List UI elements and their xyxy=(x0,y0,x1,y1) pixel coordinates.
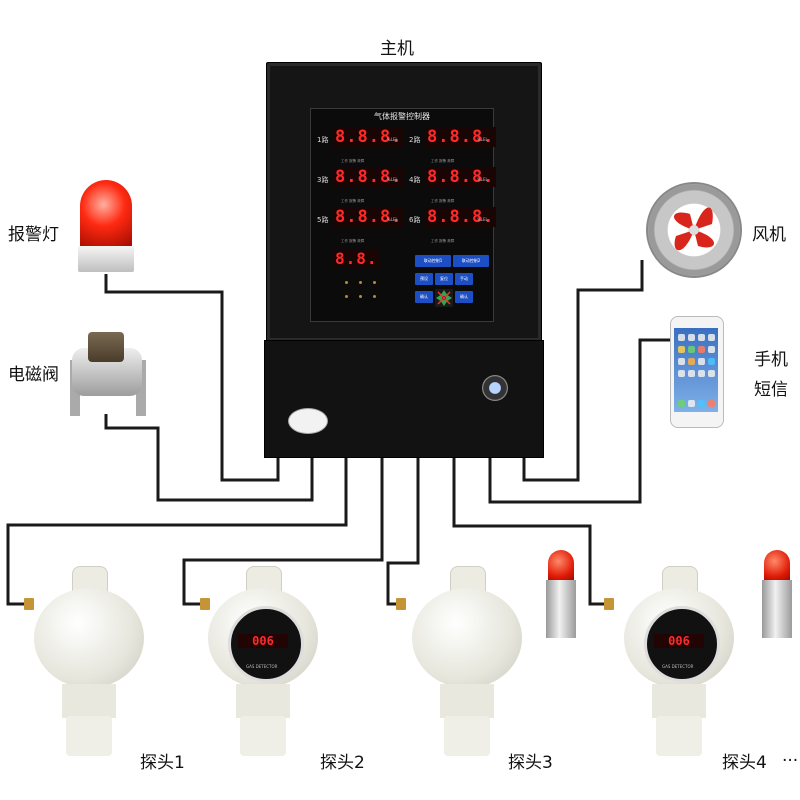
channel-1-display: 8.8.8. xyxy=(333,127,405,147)
channel-4-unit: %LEL xyxy=(477,177,488,182)
probe-3-beacon-icon xyxy=(546,550,576,640)
wire-phone xyxy=(488,338,670,504)
main-unit-label: 主机 xyxy=(380,39,414,59)
probe-3-icon xyxy=(402,566,532,766)
manual-button[interactable]: 手动 xyxy=(455,273,473,285)
channel-4-status: 工作 报警 故障 xyxy=(431,199,455,203)
probe-4-connector xyxy=(604,598,614,610)
channel-5-label: 5路 xyxy=(317,216,329,224)
channel-6-label: 6路 xyxy=(409,216,421,224)
confirm-alt-button[interactable]: 确认 xyxy=(455,291,473,303)
controller-lower-housing xyxy=(264,340,544,458)
alarm-lamp-base xyxy=(78,246,134,272)
probe-1-label: 探头1 xyxy=(140,753,185,773)
probe-2-connector xyxy=(200,598,210,610)
wire-probe4 xyxy=(452,455,610,606)
status-led xyxy=(345,281,348,284)
channel-5-display: 8.8.8. xyxy=(333,207,405,227)
probe-2-icon: 006 GAS DETECTOR xyxy=(198,566,328,766)
brand-badge xyxy=(288,408,328,434)
controller-panel: 气体报警控制器 1路 8.8.8. %LEL 2路 8.8.8. %LEL 工作… xyxy=(310,108,497,322)
panel-title: 气体报警控制器 xyxy=(374,112,430,121)
status-led xyxy=(373,281,376,284)
channel-6-status: 工作 报警 故障 xyxy=(431,239,455,243)
small-display: 8.8. xyxy=(333,249,380,268)
channel-3-display: 8.8.8. xyxy=(333,167,405,187)
wire-valve xyxy=(104,414,314,502)
valve-coil xyxy=(88,332,124,362)
channel-5-unit: %LEL xyxy=(387,217,398,222)
sms-label: 短信 xyxy=(754,380,788,400)
alarm-lamp-icon xyxy=(80,180,132,250)
channel-3-unit: %LEL xyxy=(387,177,398,182)
status-led xyxy=(373,295,376,298)
key-lock-icon[interactable] xyxy=(482,375,508,401)
linkage-control-2-button[interactable]: 联动控制2 xyxy=(453,255,489,267)
solenoid-valve-label: 电磁阀 xyxy=(8,365,59,385)
more-ellipsis: ... xyxy=(782,746,799,766)
channel-5-status: 工作 报警 故障 xyxy=(341,239,365,243)
probe-3-label: 探头3 xyxy=(508,753,553,773)
probe-4-label: 探头4 xyxy=(722,753,767,773)
probe-1-connector xyxy=(24,598,34,610)
probe-4-beacon-icon xyxy=(762,550,792,640)
wire-probe3 xyxy=(386,455,420,606)
channel-1-unit: %LEL xyxy=(387,137,398,142)
channel-2-label: 2路 xyxy=(409,136,421,144)
status-led xyxy=(359,295,362,298)
fan-icon xyxy=(646,182,742,278)
probe-4-icon: 006 GAS DETECTOR xyxy=(614,566,744,766)
channel-1-status: 工作 报警 故障 xyxy=(341,159,365,163)
probe-3-connector xyxy=(396,598,406,610)
confirm-button[interactable]: 确认 xyxy=(415,291,433,303)
channel-2-display: 8.8.8. xyxy=(425,127,497,147)
direction-pad-icon[interactable] xyxy=(435,289,453,307)
status-led xyxy=(345,295,348,298)
channel-2-unit: %LEL xyxy=(477,137,488,142)
probe-4-reading: 006 xyxy=(654,634,704,648)
channel-1-label: 1路 xyxy=(317,136,329,144)
reset-button[interactable]: 复位 xyxy=(435,273,453,285)
probe-2-reading: 006 xyxy=(238,634,288,648)
probe-2-label: 探头2 xyxy=(320,753,365,773)
phone-screen xyxy=(674,328,718,412)
phone-label: 手机 xyxy=(754,350,788,370)
channel-6-unit: %LEL xyxy=(477,217,488,222)
channel-3-label: 3路 xyxy=(317,176,329,184)
alarm-lamp-label: 报警灯 xyxy=(8,225,59,245)
wire-alarm-lamp xyxy=(104,274,280,482)
wire-fan xyxy=(522,260,644,482)
wire-probe2 xyxy=(182,455,384,606)
channel-4-display: 8.8.8. xyxy=(425,167,497,187)
probe-2-caption: GAS DETECTOR xyxy=(246,664,278,669)
fan-label: 风机 xyxy=(752,225,786,245)
channel-4-label: 4路 xyxy=(409,176,421,184)
wire-probe1 xyxy=(6,455,348,606)
status-led xyxy=(359,281,362,284)
channel-2-status: 工作 报警 故障 xyxy=(431,159,455,163)
channel-3-status: 工作 报警 故障 xyxy=(341,199,365,203)
probe-1-icon xyxy=(24,566,154,766)
preset-button[interactable]: 预设 xyxy=(415,273,433,285)
probe-4-caption: GAS DETECTOR xyxy=(662,664,694,669)
channel-6-display: 8.8.8. xyxy=(425,207,497,227)
linkage-control-1-button[interactable]: 联动控制1 xyxy=(415,255,451,267)
